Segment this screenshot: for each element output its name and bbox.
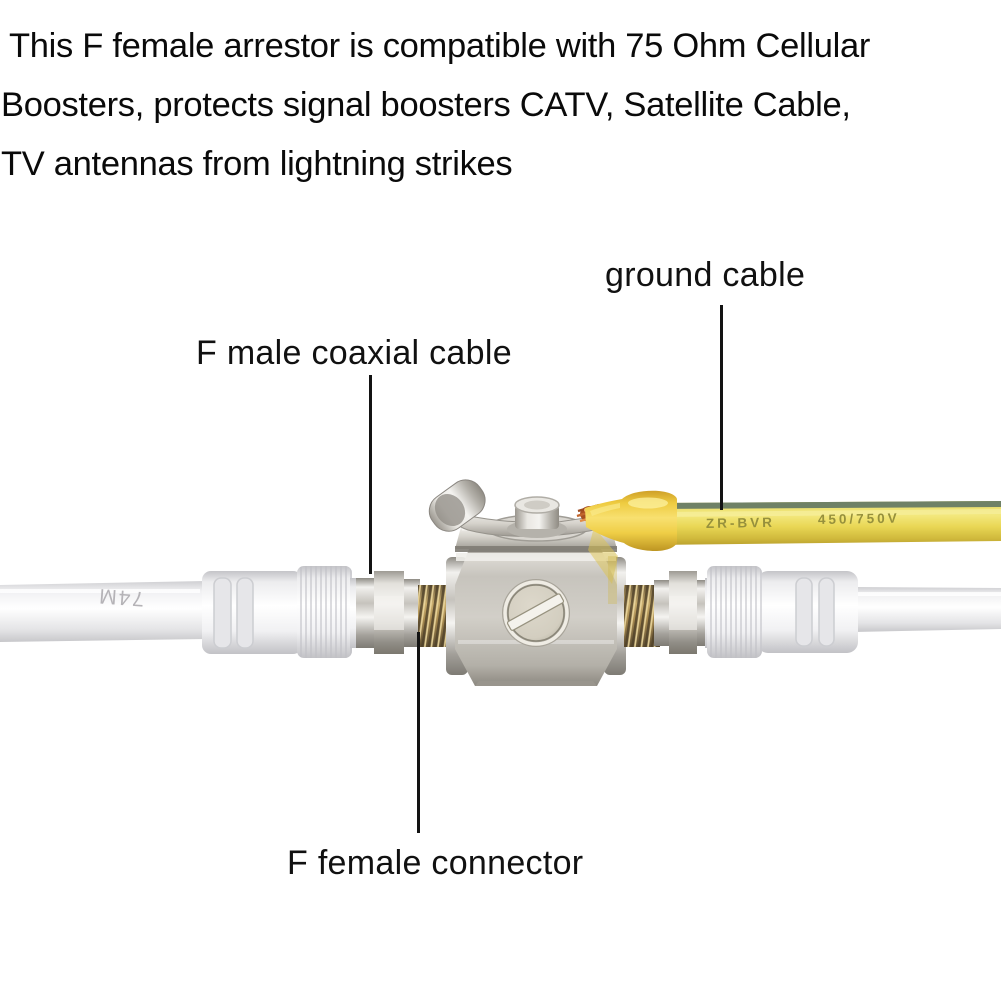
ground-cable-leader-line [720,305,723,510]
connector-groove [213,577,232,649]
cable-highlight [0,589,200,593]
metal-ring [356,578,374,648]
f-male-connector [202,566,458,658]
ground-cable-yellow: ZR-BVR 450/750V [585,490,1001,551]
f-male-coaxial-cable-leader-line [369,375,372,574]
connector-groove [795,577,813,647]
metal-ring [654,580,669,646]
clamp-screw [507,496,567,538]
description-line-2: Boosters, protects signal boosters CATV,… [1,86,851,124]
coax-cable-right [853,587,1001,632]
connector-groove [818,577,835,647]
description-line-1: This F female arrestor is compatible wit… [9,27,871,65]
connector-groove [236,577,254,649]
screw-slot [506,593,565,631]
green-stripe [652,501,1001,509]
ground-cable-label: ground cable [605,256,806,294]
yellow-reflection [588,527,618,584]
ground-cable-type-print: ZR-BVR [706,515,775,531]
front-screw [502,579,570,647]
description-line-3: TV antennas from lightning strikes [1,145,513,183]
f-female-connector-leader-line [417,632,420,833]
arrestor-body [428,479,626,686]
f-female-connector-label: F female connector [287,844,584,882]
coax-cable-print: 74M [96,584,144,610]
coax-connector-right [624,566,1001,658]
metal-ring [697,580,708,646]
product-photo: 74M [0,479,1001,686]
metal-ring [404,579,420,647]
ground-screw-clamp [428,479,616,542]
f-male-coaxial-cable-label: F male coaxial cable [196,334,512,372]
ground-cable-voltage-print: 450/750V [818,511,900,527]
coax-cable-left: 74M [0,581,206,642]
